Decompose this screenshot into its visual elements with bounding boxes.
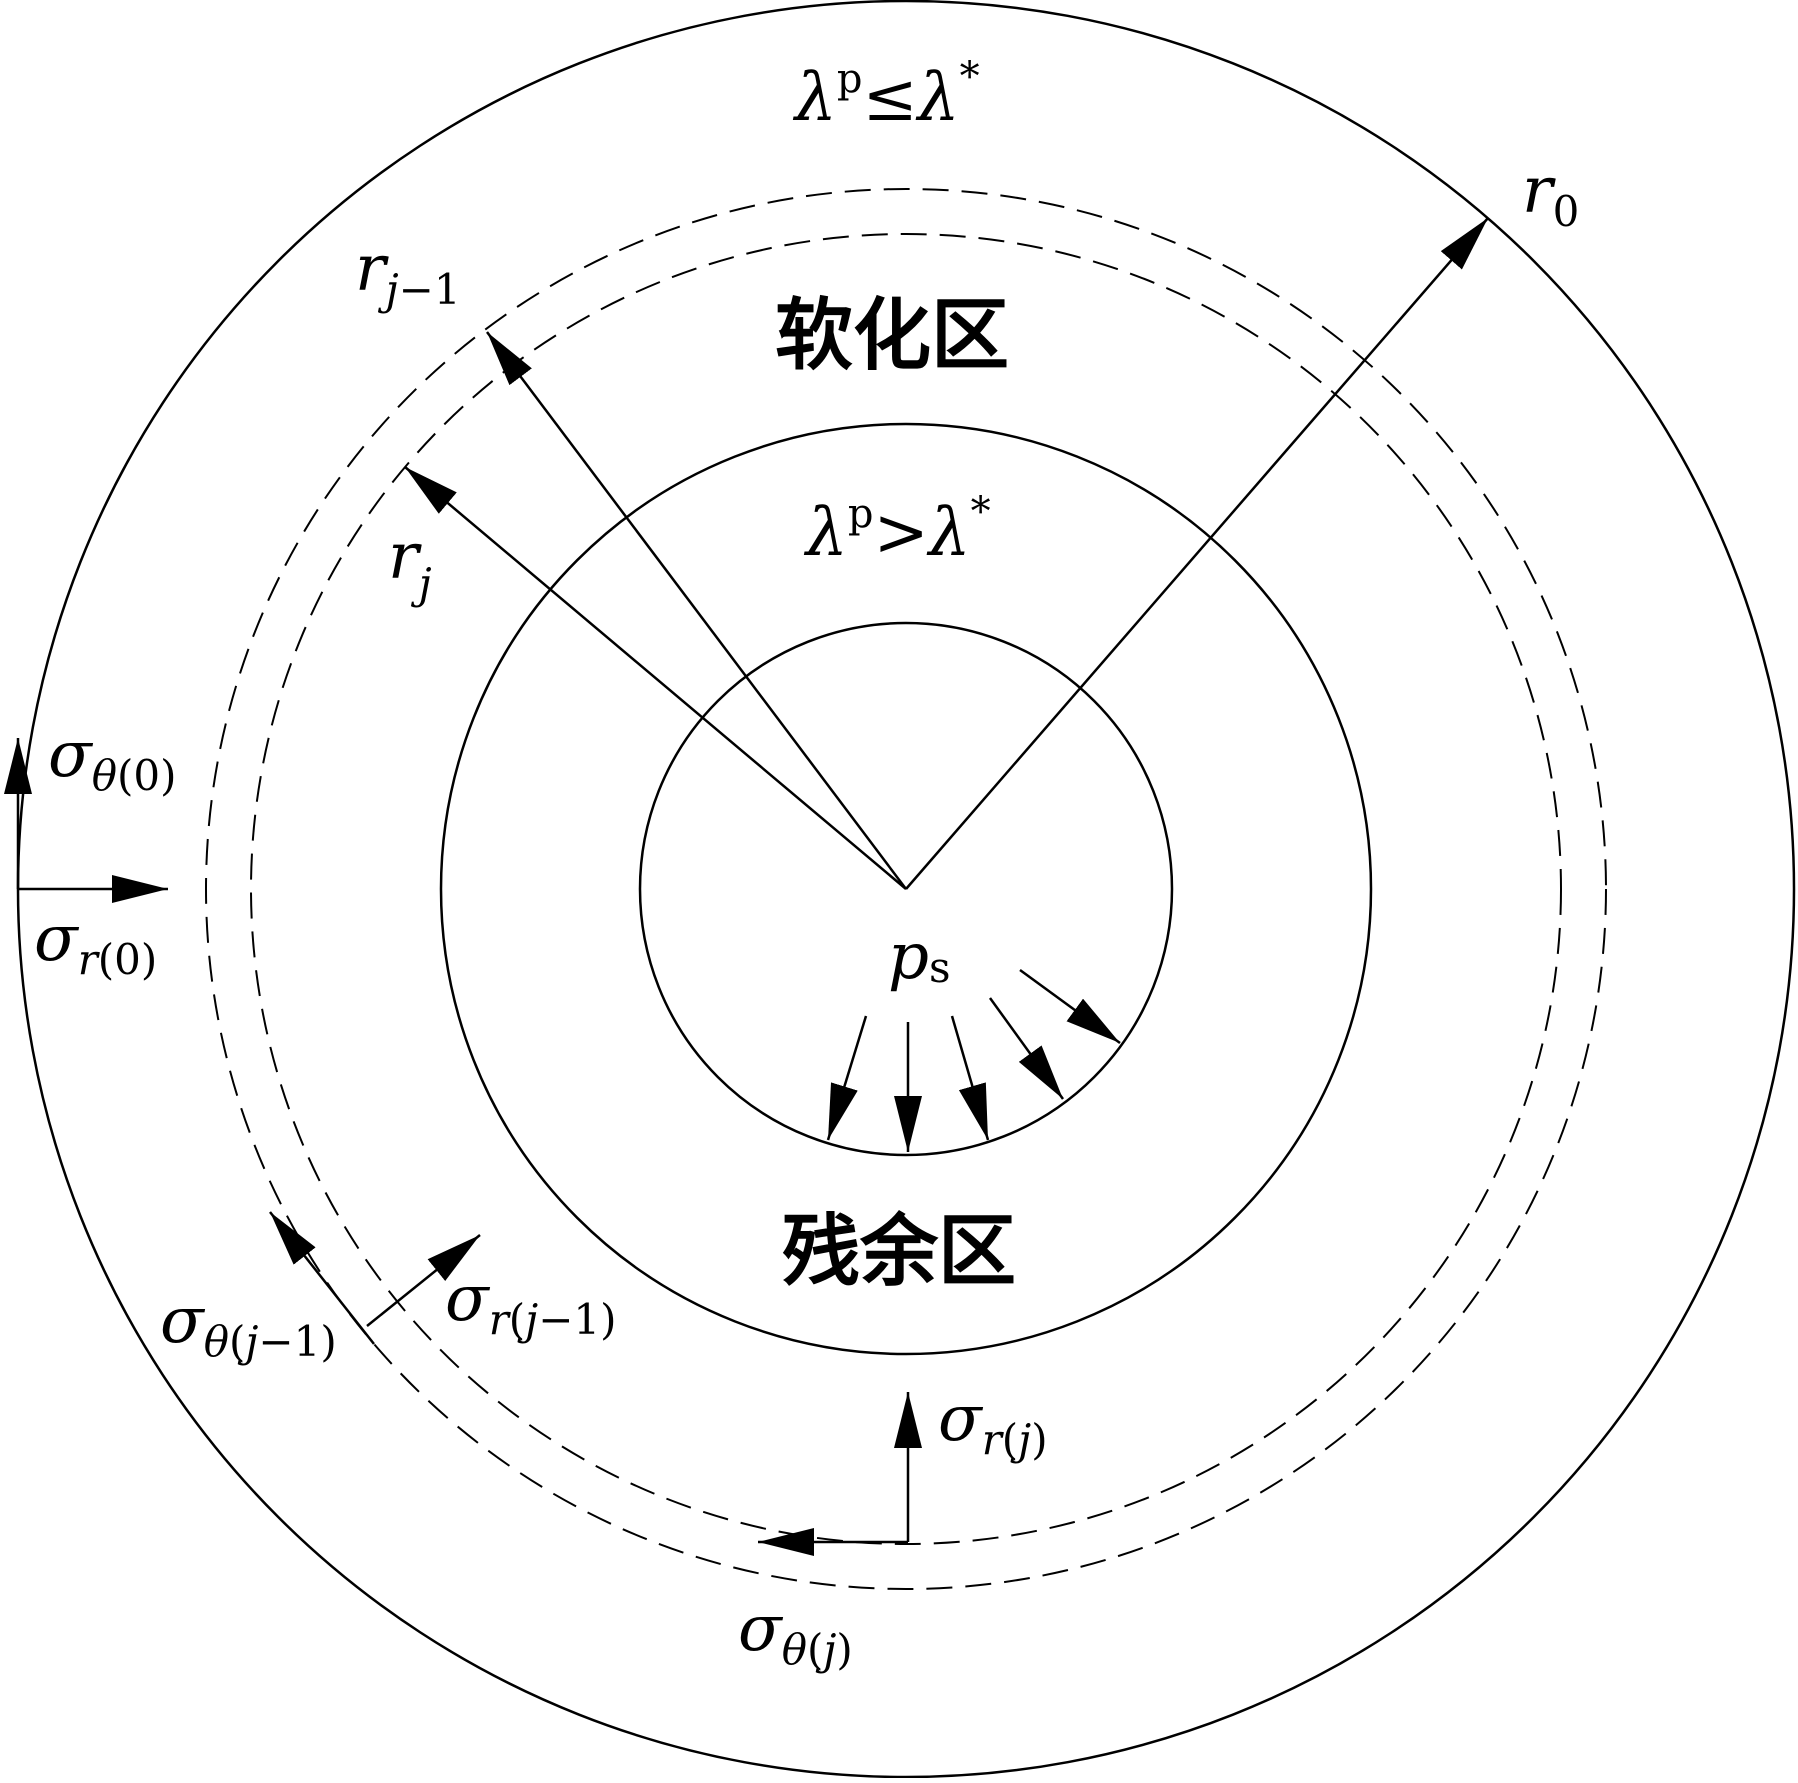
radius-label-r-j: rj	[388, 520, 432, 608]
radius-label-r-j-1: rj−1	[355, 232, 461, 314]
support-pressure-label: ps	[888, 920, 951, 994]
softening-zone-label: 软化区	[775, 291, 1009, 381]
radius-arrow-r0	[905, 217, 1489, 890]
radius-arrow-r-j	[404, 466, 907, 890]
tunnel-circle	[638, 621, 1174, 1157]
radius-label-r0: r0	[1522, 154, 1579, 236]
support-pressure-arrows	[826, 968, 1121, 1152]
stress-label-theta-j: σθ(j)	[738, 1592, 853, 1674]
outer-zone-condition: λp≤λ*	[792, 54, 980, 136]
stress-label-r-j: σr(j)	[938, 1382, 1048, 1464]
stress-label-r-j-1: σr(j−1)	[445, 1262, 617, 1344]
inner-zone-condition: λp>λ*	[803, 489, 991, 571]
dashed-circle-r-j	[250, 233, 1562, 1545]
stress-arrow-theta-j-1	[269, 1211, 375, 1345]
dashed-circle-r-j-1	[205, 188, 1607, 1590]
stress-arrow-r-j-1	[366, 1234, 481, 1327]
stress-label-theta-j-1: σθ(j−1)	[160, 1284, 337, 1366]
stress-label-theta-0: σθ(0)	[48, 718, 176, 800]
residual-zone-label: 残余区	[782, 1207, 1016, 1297]
residual-zone-boundary-circle	[439, 422, 1373, 1356]
radius-arrow-r-j-1	[486, 331, 907, 890]
stress-label-r-0: σr(0)	[34, 902, 157, 984]
